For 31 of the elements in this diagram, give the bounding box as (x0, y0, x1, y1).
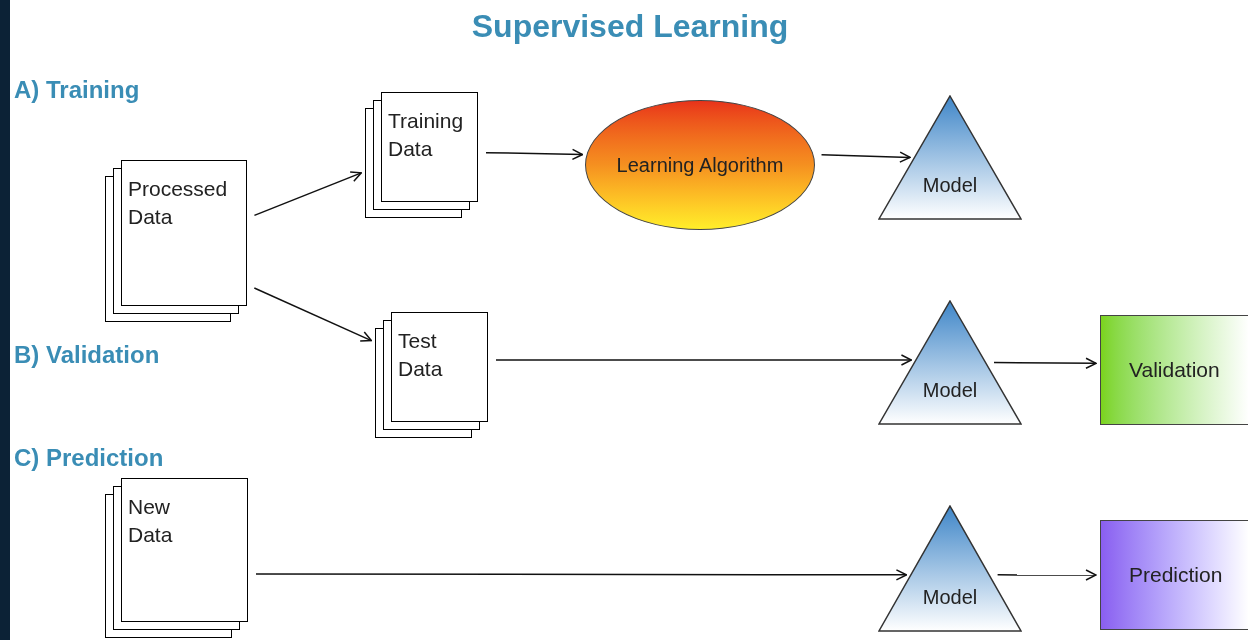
document-stack (105, 160, 247, 322)
model-triangle (878, 300, 1022, 425)
arrow (253, 171, 363, 217)
section-heading: C) Prediction (14, 443, 164, 473)
section-heading: B) Validation (14, 340, 160, 370)
arrow (820, 151, 911, 163)
document-stack (365, 92, 478, 218)
node-text: Test Data (398, 328, 443, 382)
node-text: Model (922, 585, 978, 610)
node-text: Validation (1129, 357, 1220, 384)
arrow (255, 569, 908, 581)
node-text: Model (922, 173, 978, 198)
diagram-title: Supervised Learning (470, 7, 790, 46)
section-heading: A) Training (14, 75, 140, 105)
model-triangle (878, 95, 1022, 220)
result-box (1100, 520, 1248, 630)
node-text: Processed Data (128, 176, 228, 230)
arrow (253, 287, 373, 342)
node-text: Model (922, 378, 978, 403)
node-text: Prediction (1129, 562, 1223, 589)
node-text: Learning Algorithm (616, 153, 784, 178)
arrow (485, 148, 584, 161)
arrow (993, 357, 1097, 370)
document-stack (375, 312, 488, 438)
document-stack (105, 478, 248, 638)
result-box (1100, 315, 1248, 425)
arrow (996, 569, 1097, 581)
model-triangle (878, 505, 1022, 632)
arrow (495, 354, 913, 366)
node-text: Training Data (388, 108, 464, 162)
node-text: New Data (128, 494, 173, 548)
